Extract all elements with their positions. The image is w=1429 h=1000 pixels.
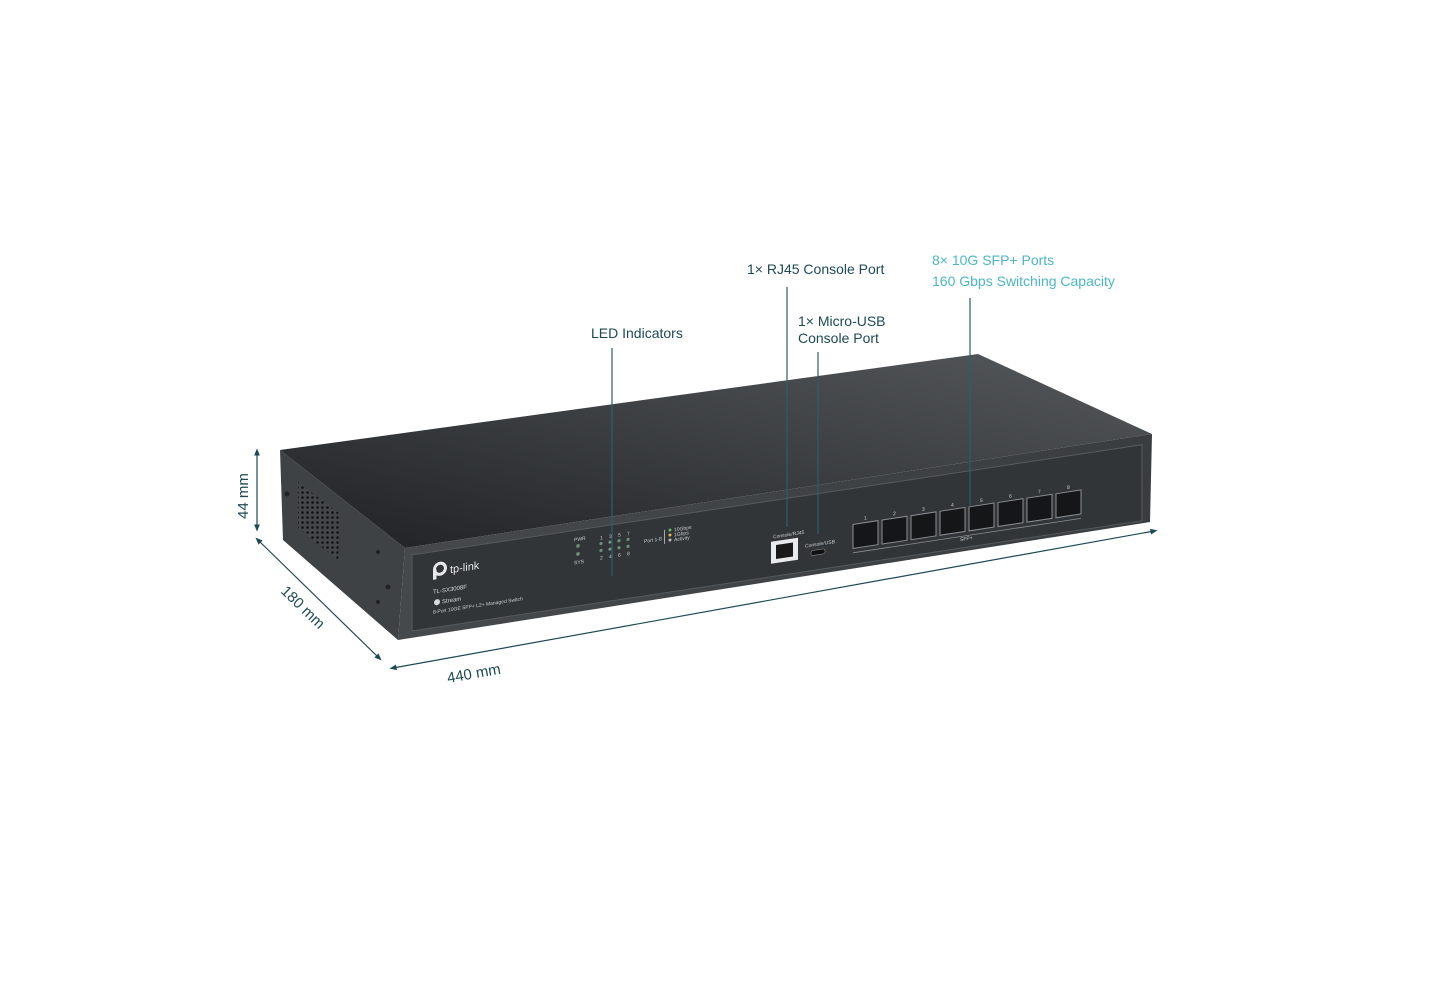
width-dimension: 440 mm xyxy=(446,661,502,687)
port-number: 4 xyxy=(951,502,954,508)
led-number: 8 xyxy=(627,551,630,557)
height-dimension: 44 mm xyxy=(235,473,252,519)
screw-icon xyxy=(376,600,380,604)
port-number: 5 xyxy=(980,498,983,504)
sfp-port-4[interactable] xyxy=(939,506,966,536)
port-number: 8 xyxy=(1067,485,1070,491)
sfp-port-2[interactable] xyxy=(881,515,908,545)
led-number: 1 xyxy=(600,535,603,541)
switching-capacity-label: 160 Gbps Switching Capacity xyxy=(932,273,1115,289)
micro-usb-label-line1: 1× Micro-USB xyxy=(798,313,886,329)
port-number: 1 xyxy=(864,515,867,521)
depth-dimension: 180 mm xyxy=(277,583,328,633)
sfp-ports-label: 8× 10G SFP+ Ports xyxy=(932,252,1054,268)
micro-usb-label-line2: Console Port xyxy=(798,330,879,346)
led-number: 5 xyxy=(618,532,621,538)
sfp-port-6[interactable] xyxy=(997,498,1024,528)
rj45-console-label: 1× RJ45 Console Port xyxy=(747,261,884,277)
screw-icon xyxy=(376,550,380,554)
dimension-arrows xyxy=(254,448,1158,671)
sfp-port-3[interactable] xyxy=(910,511,937,541)
depth-arrow xyxy=(255,537,382,661)
top-face xyxy=(280,354,1152,548)
sfp-port-7[interactable] xyxy=(1026,493,1053,523)
width-arrow xyxy=(389,528,1158,671)
led-number: 2 xyxy=(600,555,603,561)
port-number: 7 xyxy=(1038,489,1041,495)
port-number: 3 xyxy=(922,507,925,513)
screw-icon xyxy=(385,584,391,590)
sfp-port-5[interactable] xyxy=(968,502,995,532)
sfp-port-8[interactable] xyxy=(1055,489,1082,519)
port-number: 2 xyxy=(893,511,896,517)
port-number: 6 xyxy=(1009,493,1012,499)
callout-lines xyxy=(611,287,971,576)
screw-icon xyxy=(284,491,290,497)
led-number: 7 xyxy=(627,531,630,537)
sfp-port-1[interactable] xyxy=(852,520,879,549)
led-number: 6 xyxy=(618,552,621,558)
led-indicators-label: LED Indicators xyxy=(591,325,683,341)
